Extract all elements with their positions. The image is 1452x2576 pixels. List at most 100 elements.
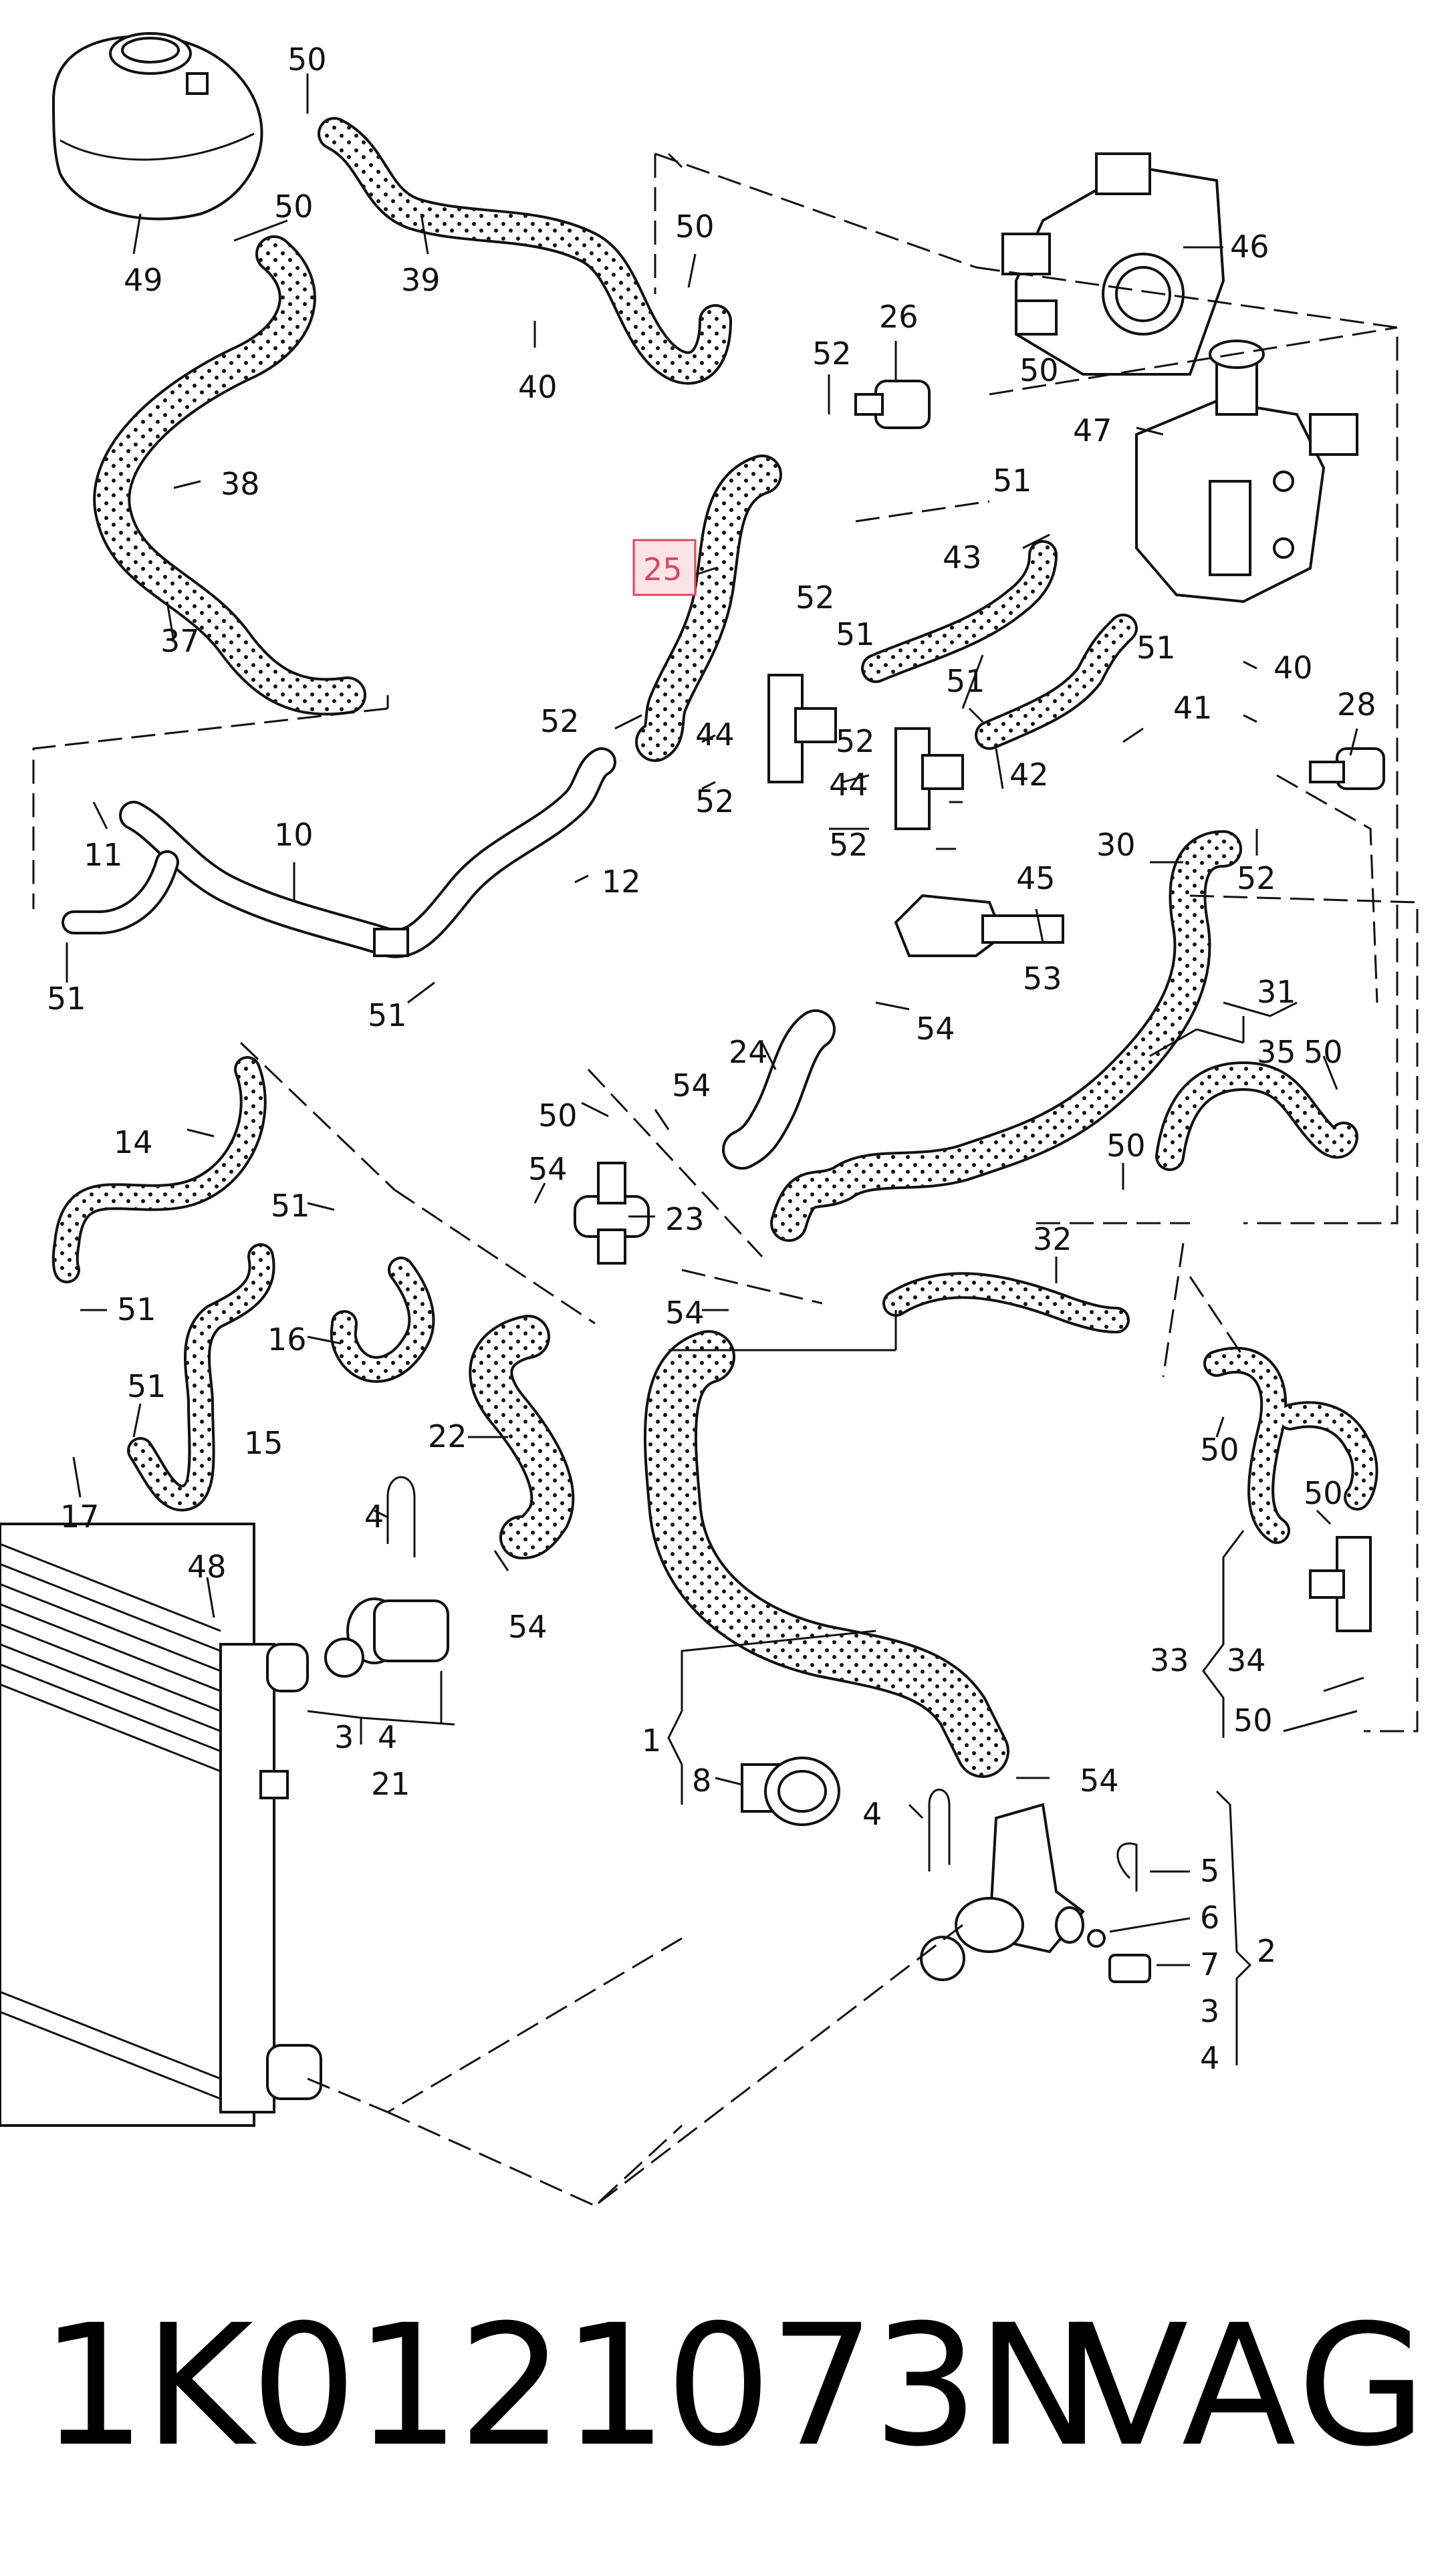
callout-54: 54 xyxy=(672,1067,711,1104)
callout-50: 50 xyxy=(538,1098,578,1134)
callout-16: 16 xyxy=(267,1321,307,1358)
callout-40: 40 xyxy=(1274,650,1313,686)
highlight-box-25 xyxy=(632,539,697,596)
leader-lines xyxy=(66,74,1364,2065)
callout-50: 50 xyxy=(1304,1475,1343,1511)
callout-52: 52 xyxy=(1237,860,1276,896)
callout-47: 47 xyxy=(1073,412,1112,448)
callout-4: 4 xyxy=(862,1796,882,1832)
throttle-body-46 xyxy=(1001,152,1225,376)
radiator-48 xyxy=(0,1523,322,2127)
coolant-hose-exploded-diagram: 50 50 49 39 40 50 26 52 50 46 47 38 37 2… xyxy=(0,32,1419,2207)
callout-52: 52 xyxy=(540,703,580,739)
tee-44-lower xyxy=(894,727,964,830)
callout-24: 24 xyxy=(729,1034,768,1070)
callout-46: 46 xyxy=(1230,229,1269,265)
clip-8 xyxy=(741,1757,840,1826)
callout-54: 54 xyxy=(508,1609,548,1645)
callout-48: 48 xyxy=(187,1549,227,1585)
callout-31: 31 xyxy=(1257,974,1296,1010)
valve-block-47 xyxy=(1135,340,1358,604)
callout-50: 50 xyxy=(1019,352,1059,388)
callout-21: 21 xyxy=(371,1766,410,1802)
hose-14 xyxy=(51,1056,267,1283)
callout-52: 52 xyxy=(796,579,835,616)
callout-33: 33 xyxy=(1150,1642,1189,1678)
callout-22: 22 xyxy=(428,1418,467,1454)
callout-6: 6 xyxy=(1200,1900,1219,1936)
hose-33 xyxy=(1203,1347,1378,1544)
hose-43 xyxy=(861,540,1058,683)
callout-3: 3 xyxy=(334,1719,354,1755)
callout-50: 50 xyxy=(1233,1702,1273,1738)
expansion-tank-49 xyxy=(51,32,263,221)
callout-51: 51 xyxy=(271,1188,310,1224)
callout-30: 30 xyxy=(1096,827,1136,863)
hose-1 xyxy=(643,1330,1009,1778)
callout-17: 17 xyxy=(60,1499,100,1535)
callout-51: 51 xyxy=(993,463,1032,499)
callout-5: 5 xyxy=(1200,1853,1219,1889)
sensor-28 xyxy=(1309,747,1385,790)
callout-50: 50 xyxy=(287,41,327,78)
callout-54: 54 xyxy=(528,1151,568,1187)
callout-23: 23 xyxy=(665,1201,705,1237)
callout-51: 51 xyxy=(1136,630,1176,666)
callout-34: 34 xyxy=(1227,1642,1266,1678)
flange-45 xyxy=(894,894,1064,957)
callout-2: 2 xyxy=(1257,1933,1276,1969)
callout-44: 44 xyxy=(695,717,735,753)
callout-51: 51 xyxy=(47,981,86,1017)
hose-37 xyxy=(93,235,366,716)
callout-39: 39 xyxy=(401,262,441,298)
callout-3: 3 xyxy=(1200,1993,1219,2029)
hose-35 xyxy=(1155,1061,1358,1171)
pipe-10 xyxy=(62,747,616,958)
callout-54: 54 xyxy=(665,1295,705,1331)
hose-39 xyxy=(318,117,732,385)
connector-21 xyxy=(324,1476,449,1678)
hose-22 xyxy=(469,1315,575,1559)
callout-43: 43 xyxy=(943,539,982,575)
callout-28: 28 xyxy=(1337,686,1376,723)
callout-52: 52 xyxy=(836,723,875,759)
callout-labels: 50 50 49 39 40 50 26 52 50 46 47 38 37 2… xyxy=(47,41,1376,2076)
hoses xyxy=(51,117,1378,1778)
callout-52: 52 xyxy=(695,783,735,819)
callout-12: 12 xyxy=(602,864,641,900)
callout-35: 35 xyxy=(1257,1034,1296,1070)
callout-50: 50 xyxy=(1200,1432,1239,1468)
tee-23 xyxy=(574,1162,650,1265)
callout-26: 26 xyxy=(879,299,919,335)
callout-52: 52 xyxy=(829,827,868,863)
callout-51: 51 xyxy=(127,1368,166,1404)
part-number: 1K0121073N xyxy=(40,2289,1101,2483)
callout-4: 4 xyxy=(378,1719,397,1755)
callout-10: 10 xyxy=(274,817,314,853)
callout-38: 38 xyxy=(221,466,260,502)
tee-44-upper xyxy=(767,674,837,783)
callout-52: 52 xyxy=(812,336,852,372)
hose-24 xyxy=(722,1009,836,1170)
callout-11: 11 xyxy=(84,837,123,873)
callout-32: 32 xyxy=(1033,1221,1072,1257)
hose-16 xyxy=(330,1257,435,1383)
parts xyxy=(0,32,1385,2127)
callout-1: 1 xyxy=(642,1722,661,1759)
callout-37: 37 xyxy=(160,623,200,659)
callout-49: 49 xyxy=(124,262,163,298)
callout-41: 41 xyxy=(1173,690,1213,726)
callout-51: 51 xyxy=(946,663,985,699)
footer: 1K0121073N VAG xyxy=(40,2286,1431,2486)
callout-51: 51 xyxy=(836,616,875,652)
hose-42 xyxy=(975,614,1138,750)
callout-42: 42 xyxy=(1009,757,1049,793)
callout-8: 8 xyxy=(692,1763,711,1799)
fitting-26 xyxy=(854,380,931,429)
tee-34 xyxy=(1309,1536,1372,1632)
group-lines xyxy=(32,152,1419,2207)
callout-4: 4 xyxy=(364,1499,384,1535)
callout-50: 50 xyxy=(1106,1128,1146,1164)
callout-15: 15 xyxy=(244,1425,283,1461)
callout-53: 53 xyxy=(1023,960,1062,997)
